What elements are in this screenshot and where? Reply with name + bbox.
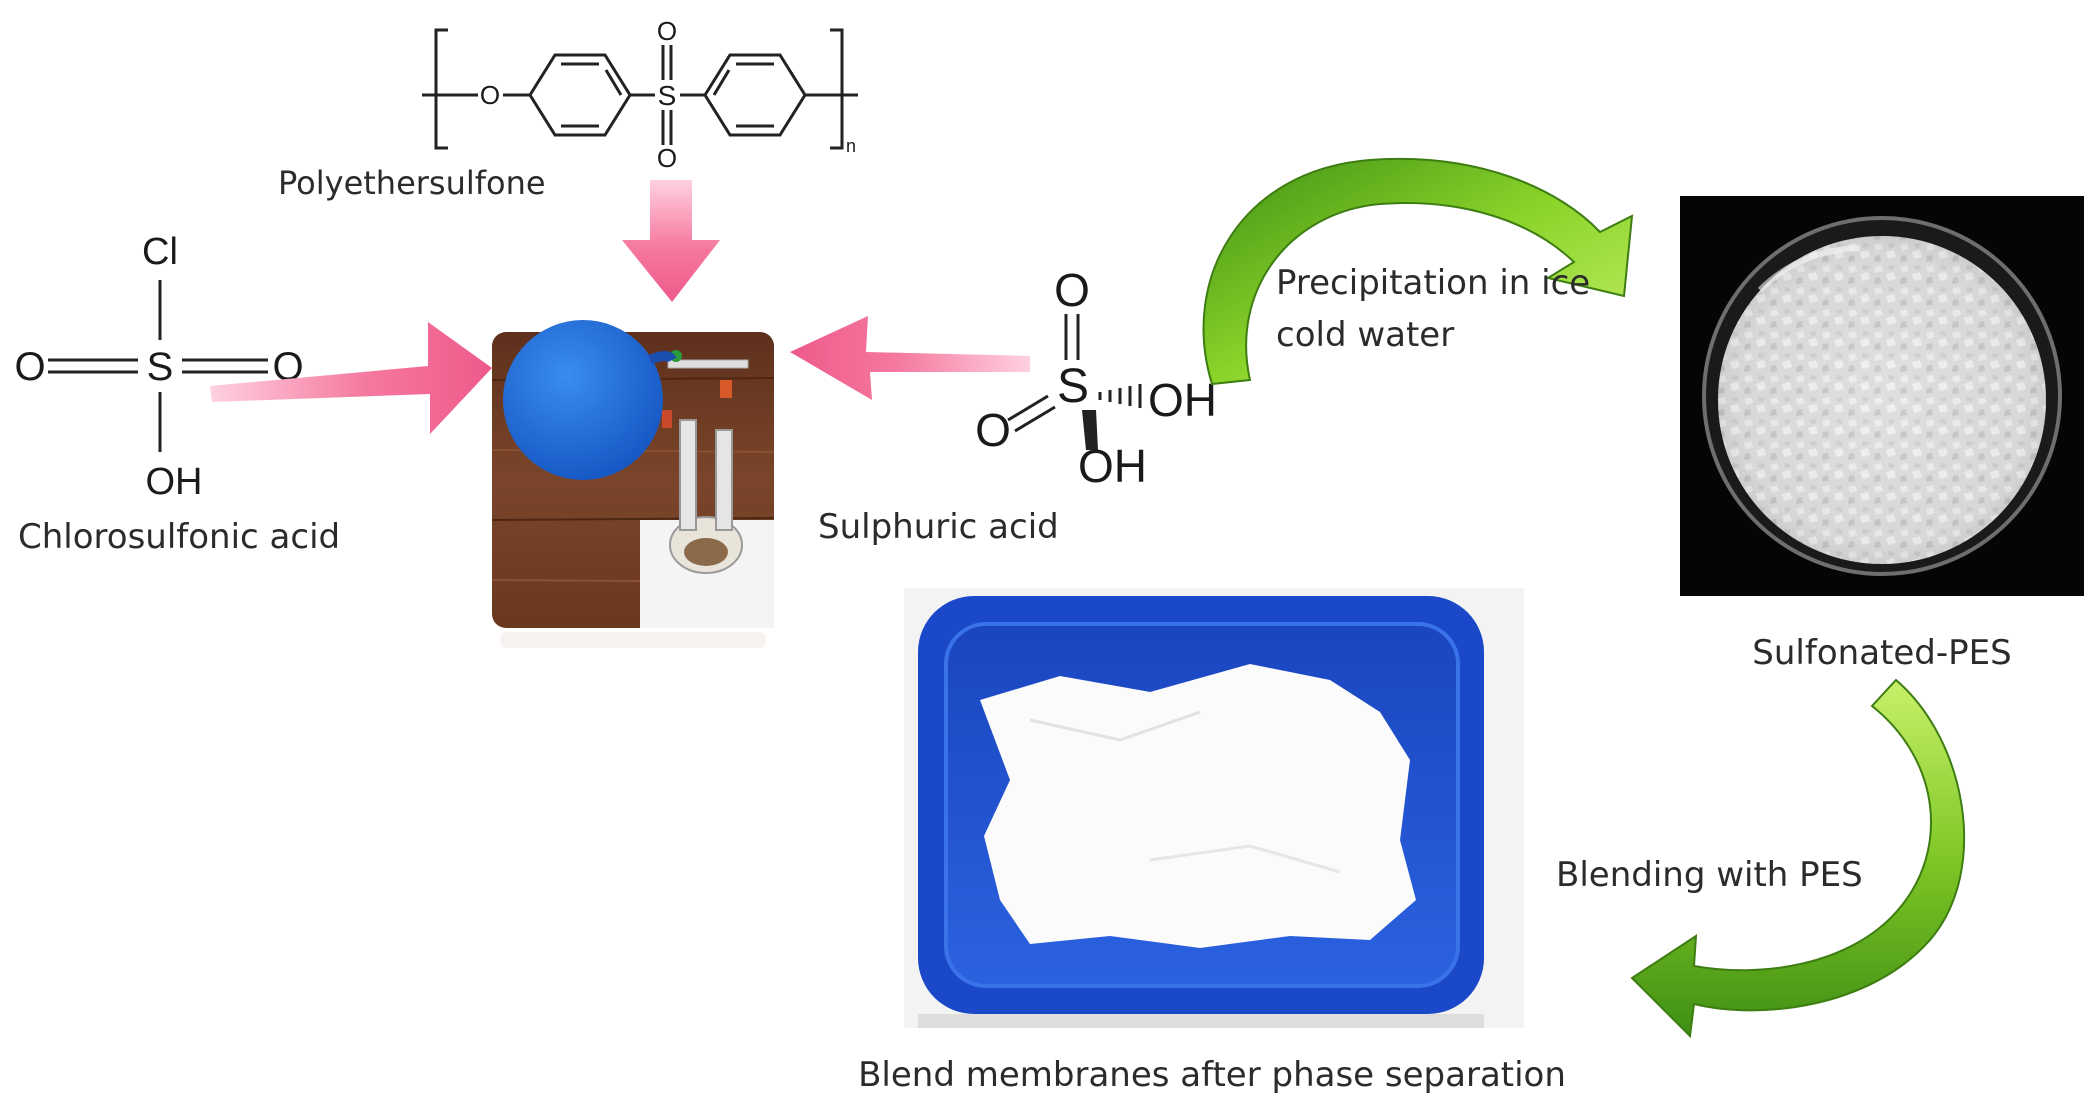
pes-left-bracket xyxy=(436,30,448,148)
pes-repeat-subscript: n xyxy=(846,136,856,156)
chlorosulfonic-atoms: Cl S O O OH xyxy=(14,231,303,503)
pink-arrow-from-chlorosulfonic xyxy=(210,322,492,434)
chlorosulfonic-name-label: Chlorosulfonic acid xyxy=(18,517,340,557)
benzene-ring-1 xyxy=(530,55,630,135)
pes-name-label: Polyethersulfone xyxy=(278,164,546,202)
pes-atom-o-ether: O xyxy=(480,80,500,110)
precipitation-label-line2: cold water xyxy=(1276,315,1454,355)
reaction-setup-photo xyxy=(492,320,774,648)
pes-atom-s: S xyxy=(658,80,677,111)
sulphuric-atom-s: S xyxy=(1057,360,1089,413)
sulfonated-pes-photo xyxy=(1680,196,2084,596)
sulfonated-pes-label: Sulfonated-PES xyxy=(1752,633,2011,673)
benzene-ring-2 xyxy=(705,55,805,135)
pes-atom-o-bottom: O xyxy=(657,143,677,173)
sulphuric-atom-oh-bottom: OH xyxy=(1078,440,1147,492)
blend-membranes-label: Blend membranes after phase separation xyxy=(858,1055,1566,1095)
pes-atom-o-top: O xyxy=(657,16,677,46)
chloro-atom-cl: Cl xyxy=(142,231,178,273)
membrane-sheets xyxy=(980,664,1416,948)
chloro-atom-o-left: O xyxy=(14,345,45,389)
pes-atoms: O S O O n xyxy=(480,16,856,173)
sulphuric-name-label: Sulphuric acid xyxy=(818,507,1059,547)
balloon xyxy=(503,320,663,480)
sulphuric-atom-oh-right: OH xyxy=(1148,374,1217,426)
chloro-atom-oh: OH xyxy=(146,461,203,503)
blending-label: Blending with PES xyxy=(1556,855,1863,895)
pink-arrow-from-sulphuric xyxy=(790,316,1030,400)
sulphuric-atom-o-top: O xyxy=(1054,264,1090,316)
sulphuric-atom-o-left: O xyxy=(975,404,1011,456)
sulphuric-atoms: O O S OH OH xyxy=(975,264,1217,492)
precipitation-label-line1: Precipitation in ice xyxy=(1276,263,1590,303)
pes-right-bracket xyxy=(830,30,842,148)
chloro-atom-s: S xyxy=(147,345,174,389)
pink-arrow-from-pes xyxy=(622,180,720,302)
blend-membrane-tray-photo xyxy=(904,588,1524,1028)
